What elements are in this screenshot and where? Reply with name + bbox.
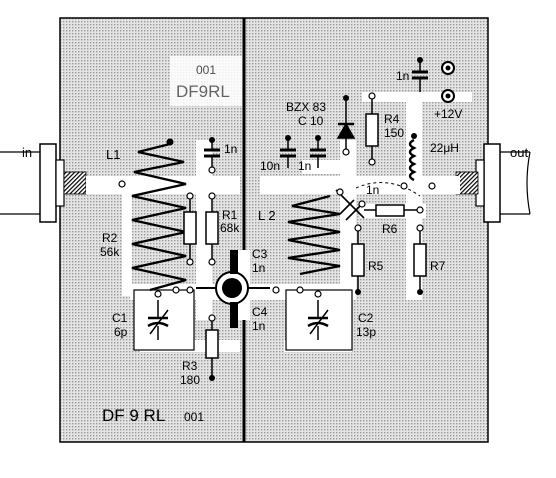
capacitor-10n (280, 138, 296, 168)
c4-name: C4 (252, 305, 268, 319)
inductor-l2 (287, 194, 341, 276)
cap-10n-label: 10n (260, 159, 280, 173)
c4-value: 1n (252, 319, 265, 333)
inductor-l1 (131, 142, 187, 292)
pads (172, 182, 436, 294)
choke-inductor (408, 138, 417, 182)
r5-label: R5 (368, 259, 384, 273)
input-label: in (22, 145, 32, 160)
c1-name: C1 (112, 311, 128, 325)
output-label: out (510, 145, 528, 160)
zener-value: C 10 (298, 114, 324, 128)
r4-value: 150 (384, 126, 404, 140)
zener-type: BZX 83 (286, 100, 326, 114)
cap-1n-trimmer-label: 1n (366, 183, 379, 197)
r1-name: R1 (222, 208, 238, 222)
capacitor-1n-left (204, 140, 220, 168)
cap-1n-top-label: 1n (396, 69, 409, 83)
resistor-r7 (413, 243, 427, 277)
r3-name: R3 (182, 359, 198, 373)
resistor-r3 (205, 329, 219, 359)
c1-value: 6p (114, 325, 128, 339)
r3-value: 180 (180, 373, 200, 387)
l1-label: L1 (106, 147, 120, 162)
supply-label: +12V (434, 107, 462, 121)
r1-value: 68k (220, 221, 240, 235)
mirror-callsign: DF9RL (176, 82, 230, 101)
resistor-r5 (351, 243, 365, 277)
trimmer-c2 (307, 300, 329, 340)
cap-1n-left-label: 1n (224, 142, 237, 156)
resistor-r4 (365, 113, 379, 147)
trimmer-c1 (147, 300, 169, 340)
r6-label: R6 (382, 222, 398, 236)
board-code: 001 (184, 410, 204, 424)
resistor-r1 (205, 211, 219, 245)
input-connector (0, 143, 87, 223)
c2-name: C2 (358, 311, 374, 325)
l2-label: L 2 (258, 208, 276, 223)
transistor (196, 250, 270, 328)
capacitor-1n-top (412, 62, 428, 92)
c2-value: 13p (356, 325, 376, 339)
zener-diode (336, 100, 356, 150)
cap-1n-mid-label: 1n (298, 159, 311, 173)
c3-name: C3 (252, 247, 268, 261)
r4-name: R4 (384, 112, 400, 126)
c3-value: 1n (252, 261, 265, 275)
r7-label: R7 (430, 259, 446, 273)
output-connector (455, 143, 531, 223)
choke-label: 22μH (430, 141, 459, 155)
board-callsign: DF 9 RL (102, 406, 165, 425)
r2-value: 56k (100, 245, 120, 259)
resistor-r6 (375, 204, 405, 217)
r2-name: R2 (102, 231, 118, 245)
resistor-r2 (183, 211, 197, 245)
mirror-code: 001 (196, 63, 216, 77)
